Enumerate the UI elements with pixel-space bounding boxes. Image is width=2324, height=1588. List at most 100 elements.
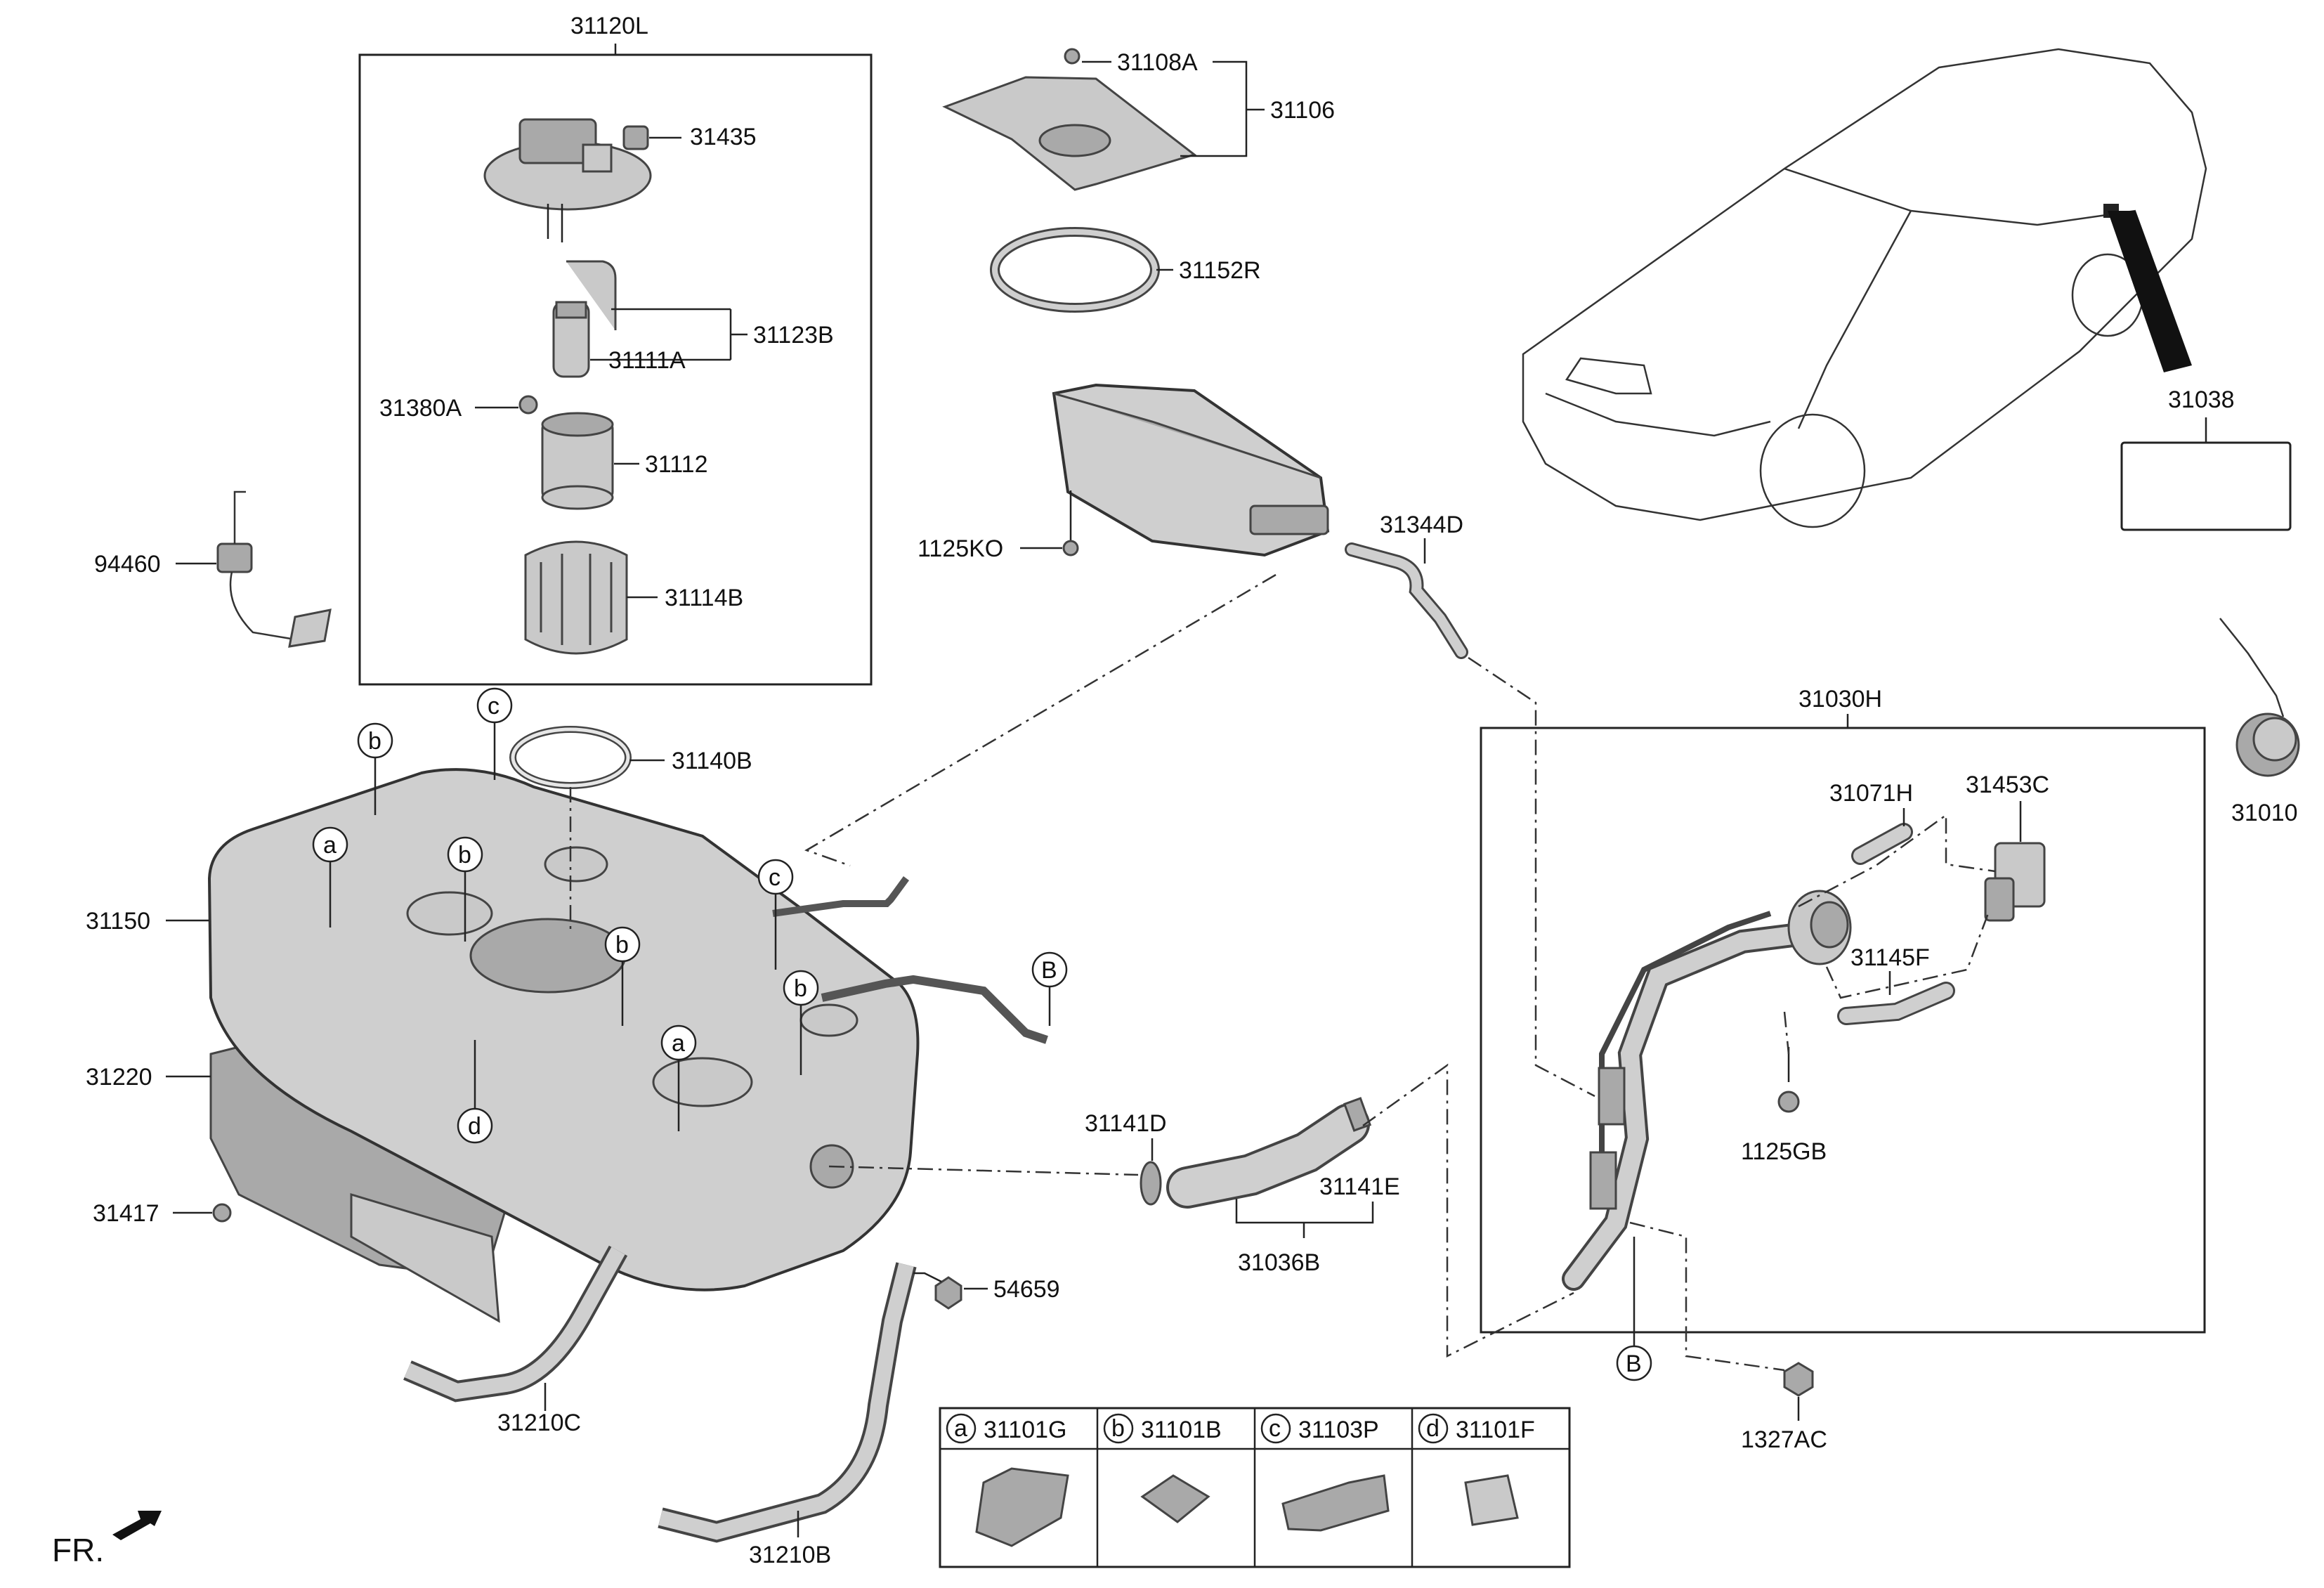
svg-text:c: c: [488, 693, 500, 720]
filler-neck-group: 31030H 31071H 31453C 31145F: [1480, 686, 2206, 1334]
callout-B-2: B: [1616, 1237, 1652, 1381]
fuel-pump-part: [552, 260, 617, 378]
part-31453C: 31453C: [1966, 772, 2049, 922]
part-31417: 31417: [93, 1200, 232, 1227]
label-31152R[interactable]: 31152R: [1179, 257, 1261, 284]
label-31010[interactable]: 31010: [2231, 800, 2298, 826]
label-31141E[interactable]: 31141E: [1319, 1173, 1400, 1200]
label-31120L[interactable]: 31120L: [570, 13, 648, 39]
part-31036B: 31141D 31141E 31036B: [1085, 1097, 1400, 1276]
label-31210C[interactable]: 31210C: [497, 1410, 581, 1436]
part-31435: 31435: [622, 124, 757, 150]
callout-a-1: a: [312, 826, 348, 928]
svg-text:c: c: [1269, 1415, 1281, 1442]
label-31435[interactable]: 31435: [690, 124, 757, 150]
part-54659: 54659: [913, 1272, 1060, 1310]
svg-text:31101F: 31101F: [1456, 1417, 1535, 1443]
svg-text:B: B: [1626, 1351, 1642, 1377]
part-31114B: 31114B: [524, 540, 743, 655]
part-1327AC: 1327AC: [1741, 1362, 1827, 1453]
svg-text:b: b: [1111, 1415, 1125, 1442]
svg-text:b: b: [615, 932, 629, 958]
svg-text:b: b: [368, 728, 381, 755]
label-31380A[interactable]: 31380A: [379, 395, 462, 422]
car-illustration: [1522, 48, 2207, 528]
callout-b-4: b: [783, 970, 819, 1075]
fuel-tank-part: 31150: [86, 768, 920, 1291]
part-31038: 31038: [2120, 386, 2292, 531]
svg-text:b: b: [794, 975, 807, 1002]
part-31210B: 31210B: [658, 1262, 917, 1568]
part-31112: 31112: [541, 412, 708, 510]
svg-text:c: c: [769, 864, 781, 891]
callout-b-2: b: [447, 836, 483, 942]
filler-pipe-part: [1562, 890, 1852, 1291]
label-31210B[interactable]: 31210B: [749, 1542, 831, 1568]
part-94460: 94460: [94, 490, 332, 648]
part-31220: 31220: [86, 1039, 521, 1323]
legend-item-a: a 31101G: [946, 1413, 1069, 1547]
part-31210C: 31210C: [403, 1245, 628, 1436]
callout-b-1: b: [357, 722, 393, 815]
label-1125GB[interactable]: 1125GB: [1741, 1138, 1827, 1165]
front-direction-indicator: FR.: [52, 1511, 162, 1568]
svg-text:31103P: 31103P: [1298, 1417, 1379, 1443]
label-94460[interactable]: 94460: [94, 551, 161, 578]
callout-d-1: d: [457, 1040, 493, 1144]
label-1327AC[interactable]: 1327AC: [1741, 1426, 1827, 1453]
label-54659[interactable]: 54659: [993, 1276, 1060, 1303]
part-31344D: 31344D: [1345, 512, 1468, 659]
part-31380A: 31380A: [379, 395, 538, 422]
label-31106[interactable]: 31106: [1270, 97, 1335, 124]
legend-item-c: c 31103P: [1260, 1413, 1390, 1532]
svg-text:a: a: [954, 1415, 967, 1442]
part-1125GB: 1125GB: [1741, 1047, 1827, 1165]
label-31071H[interactable]: 31071H: [1829, 780, 1913, 807]
svg-text:b: b: [458, 842, 471, 868]
label-31140B[interactable]: 31140B: [672, 748, 752, 774]
part-31152R: 31152R: [990, 227, 1261, 313]
label-31344D[interactable]: 31344D: [1380, 512, 1463, 538]
callout-b-3: b: [604, 926, 641, 1026]
pump-module-group: 31120L 31435 31123B 31111A: [358, 13, 873, 686]
label-31145F[interactable]: 31145F: [1850, 944, 1930, 971]
label-31150[interactable]: 31150: [86, 908, 150, 935]
label-31036B[interactable]: 31036B: [1238, 1249, 1320, 1276]
front-arrow-icon: [112, 1511, 162, 1540]
legend-item-d: d 31101F: [1418, 1413, 1535, 1526]
part-31106: 31108A 31106: [942, 48, 1335, 191]
label-31114B[interactable]: 31114B: [665, 585, 743, 611]
callout-c-2: c: [757, 859, 794, 970]
label-fr: FR.: [52, 1532, 104, 1568]
svg-text:B: B: [1041, 957, 1057, 984]
callout-a-2: a: [660, 1024, 697, 1131]
svg-text:31101B: 31101B: [1141, 1417, 1222, 1443]
label-31038[interactable]: 31038: [2168, 386, 2235, 413]
label-31141D[interactable]: 31141D: [1085, 1110, 1167, 1137]
svg-text:31101G: 31101G: [984, 1417, 1066, 1443]
callout-c-1: c: [476, 687, 513, 780]
filler-neck-frame: [1480, 727, 2206, 1334]
label-31112[interactable]: 31112: [645, 451, 708, 478]
part-31010: 31010: [2219, 618, 2300, 826]
svg-text:a: a: [672, 1030, 685, 1057]
part-31140B: 31140B: [509, 726, 752, 789]
label-31111A[interactable]: 31111A: [608, 347, 686, 374]
canister-part: 1125KO: [918, 383, 1330, 562]
label-31108A[interactable]: 31108A: [1117, 49, 1198, 76]
label-31030H[interactable]: 31030H: [1799, 686, 1882, 712]
label-31417[interactable]: 31417: [93, 1200, 159, 1227]
label-plate: [2120, 441, 2292, 531]
legend-table: a 31101G b 31101B c 31103P d 31101F: [939, 1407, 1571, 1568]
part-31071H: 31071H: [1829, 780, 1913, 865]
label-31453C[interactable]: 31453C: [1966, 772, 2049, 798]
label-1125KO[interactable]: 1125KO: [918, 535, 1003, 562]
label-31123B[interactable]: 31123B: [753, 322, 834, 349]
callout-B-1: B: [1031, 951, 1068, 1026]
svg-text:a: a: [323, 832, 337, 859]
legend-item-b: b 31101B: [1103, 1413, 1222, 1523]
svg-text:d: d: [1426, 1415, 1440, 1442]
svg-text:d: d: [468, 1113, 481, 1140]
label-31220[interactable]: 31220: [86, 1064, 152, 1091]
